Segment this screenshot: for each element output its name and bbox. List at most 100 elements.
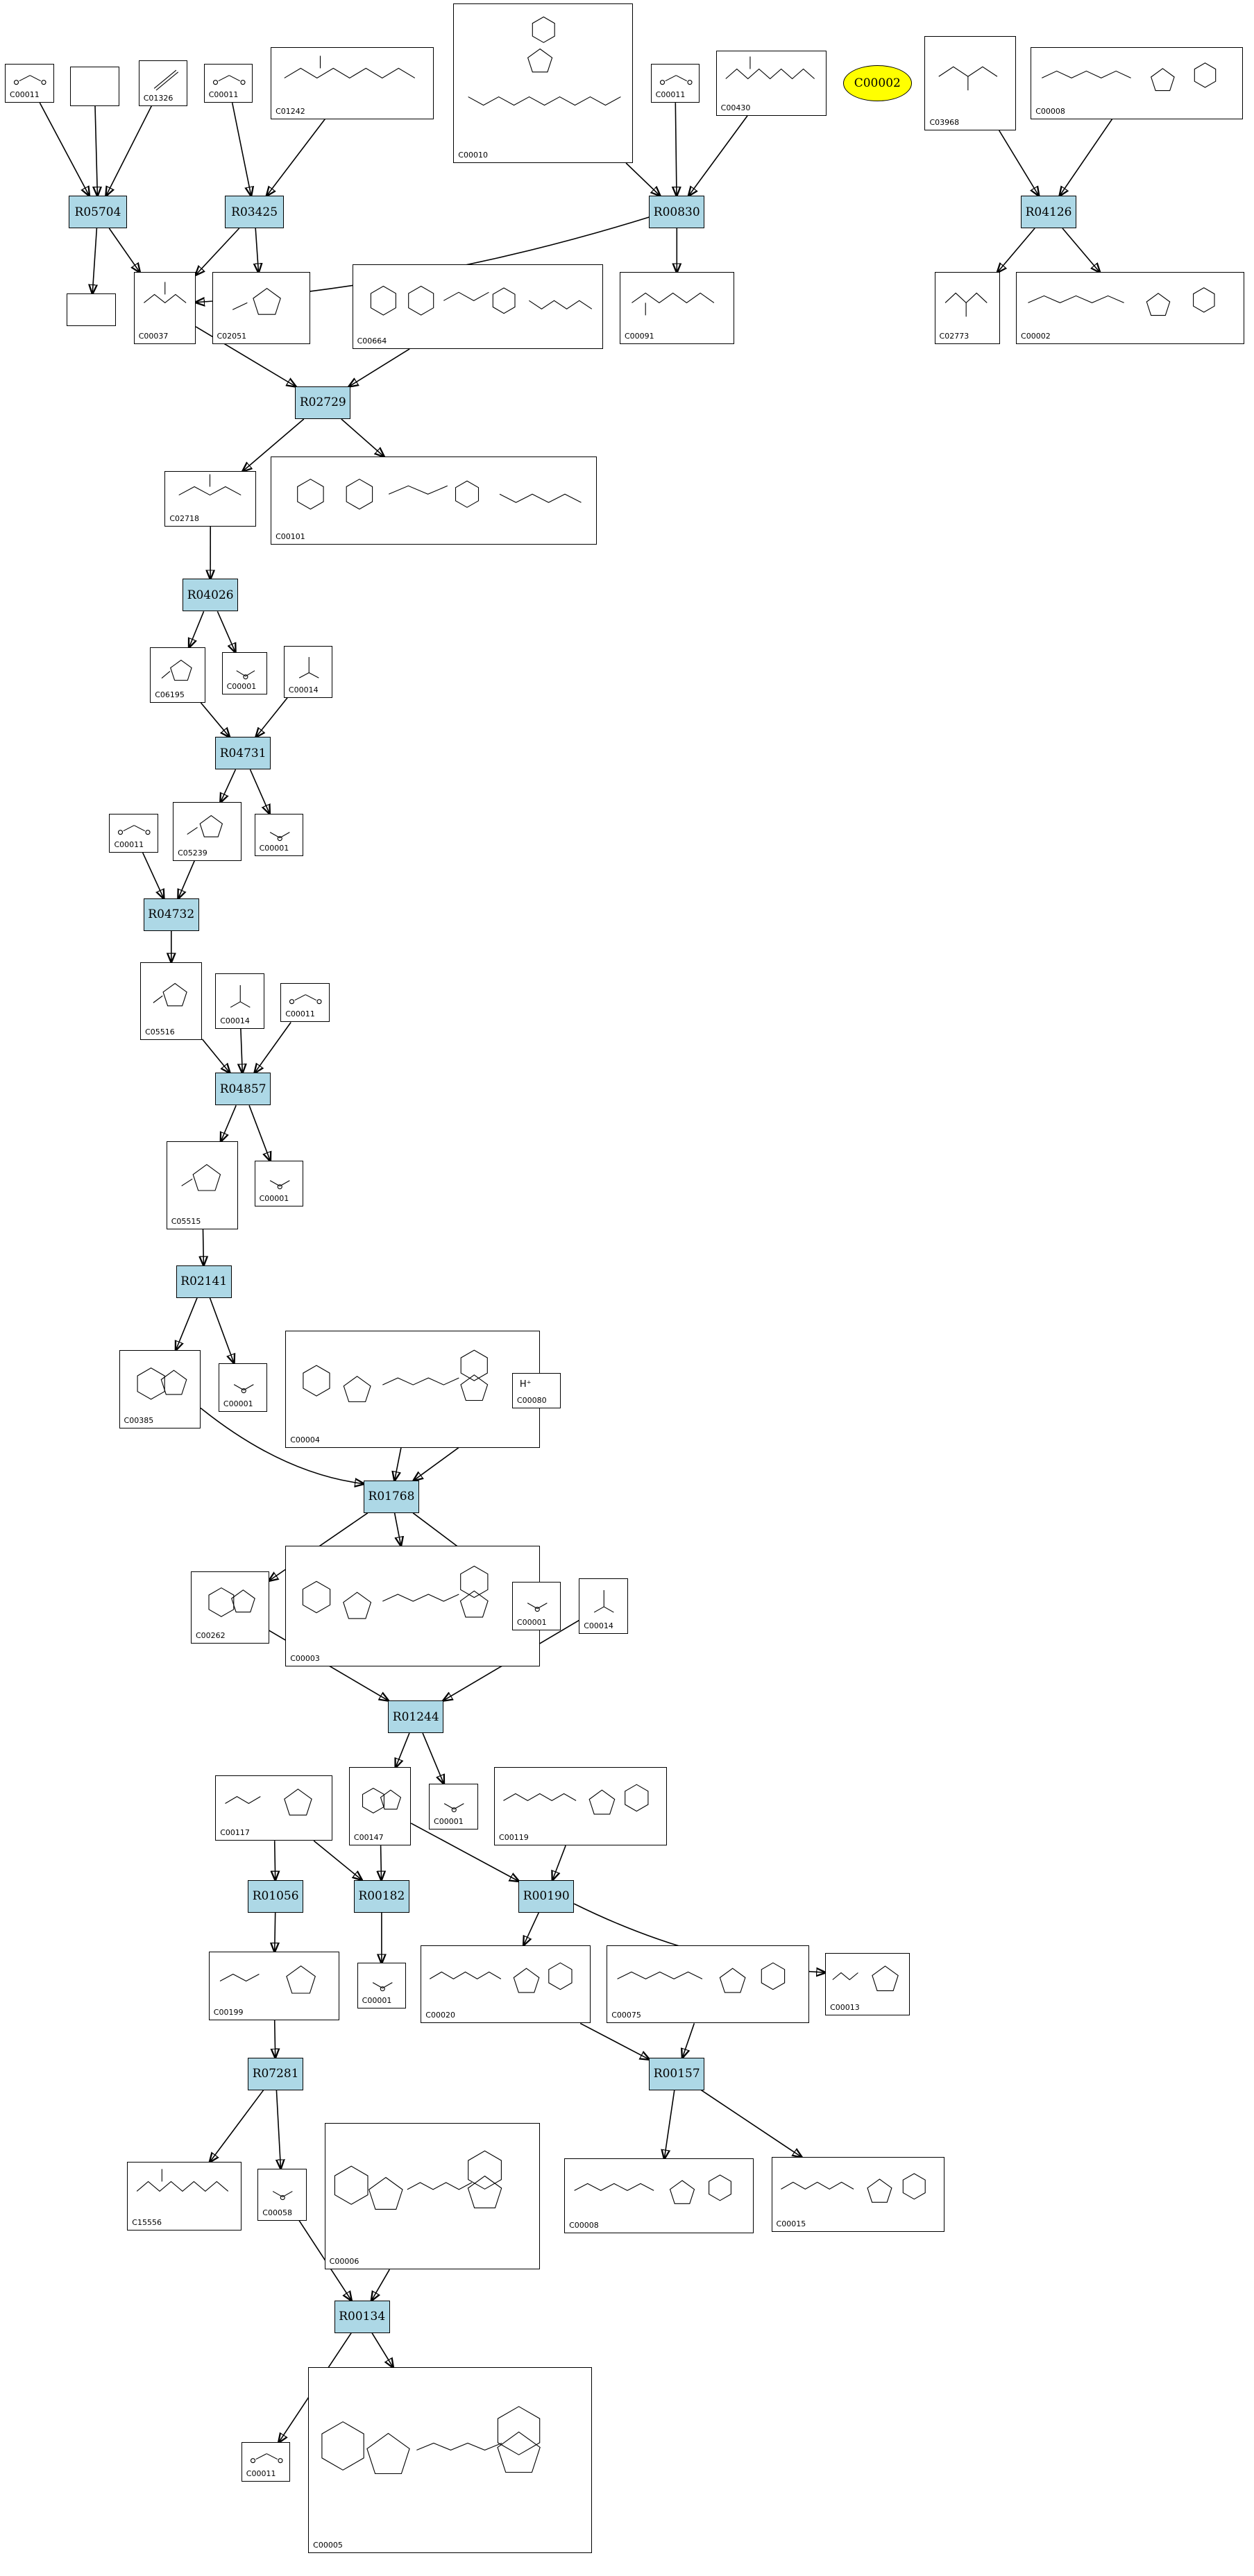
compound-c03968[interactable]: C03968 <box>924 36 1016 130</box>
compound-c00119[interactable]: C00119 <box>494 1767 667 1845</box>
compound-id-label: C00011 <box>656 90 686 99</box>
highlight-compound-c00002[interactable]: C00002 <box>843 65 912 101</box>
compound-id-label: C05239 <box>178 848 207 858</box>
compound-id-label: C00147 <box>354 1833 384 1842</box>
compound-c01242[interactable]: C01242 <box>271 47 434 119</box>
compound-c00014[interactable]: C00014 <box>579 1578 628 1634</box>
edge-r1-to-c11 <box>196 228 239 275</box>
edge-c9-to-r3 <box>1060 119 1112 196</box>
compound-id-label: C00014 <box>289 685 319 694</box>
compound-id-label: C00015 <box>777 2219 806 2228</box>
compound-c05515[interactable]: C05515 <box>167 1141 238 1229</box>
compound-c00002[interactable]: C00002 <box>1016 272 1244 343</box>
reaction-r02729[interactable]: R02729 <box>295 386 350 419</box>
compound-unlabeled[interactable] <box>70 67 119 105</box>
compound-c00008[interactable]: C00008 <box>1031 47 1243 119</box>
compound-id-label: C00075 <box>611 2011 641 2020</box>
compound-c00080[interactable]: H⁺C00080 <box>512 1373 561 1409</box>
compound-c00385[interactable]: C00385 <box>119 1350 201 1428</box>
structure-drawing <box>325 2124 541 2271</box>
compound-c00010[interactable]: C00010 <box>453 3 633 163</box>
reaction-r05704[interactable]: R05704 <box>69 196 128 228</box>
compound-c00001[interactable]: C00001 <box>429 1784 478 1829</box>
compound-c00001[interactable]: C00001 <box>512 1582 561 1631</box>
edge-r11-to-c40 <box>423 1733 443 1784</box>
reaction-r00190[interactable]: R00190 <box>518 1880 574 1913</box>
compound-c00001[interactable]: C00001 <box>219 1363 268 1413</box>
edge-c0-to-r0 <box>40 103 89 196</box>
compound-c00037[interactable]: C00037 <box>134 272 196 343</box>
compound-c15556[interactable]: C15556 <box>127 2162 242 2230</box>
compound-unlabeled[interactable] <box>67 293 116 326</box>
compound-c00005[interactable]: C00005 <box>308 2367 592 2553</box>
compound-c00001[interactable]: C00001 <box>255 1161 304 1206</box>
compound-c00011[interactable]: C00011 <box>280 983 330 1022</box>
reaction-r00182[interactable]: R00182 <box>354 1880 409 1913</box>
compound-c00075[interactable]: C00075 <box>607 1945 808 2024</box>
compound-id-label: C00117 <box>220 1828 250 1837</box>
reaction-r01244[interactable]: R01244 <box>388 1700 443 1733</box>
structure-drawing <box>1017 273 1245 344</box>
compound-c02718[interactable]: C02718 <box>164 471 256 527</box>
compound-c00011[interactable]: C00011 <box>5 64 54 103</box>
edge-c7-to-r2 <box>689 116 748 196</box>
compound-c00101[interactable]: C00101 <box>271 457 597 545</box>
reaction-r03425[interactable]: R03425 <box>225 196 284 228</box>
edge-r3-to-c16 <box>1062 228 1100 272</box>
compound-c01326[interactable]: C01326 <box>139 60 188 106</box>
compound-c00001[interactable]: C00001 <box>357 1963 407 2008</box>
compound-id-label: C00014 <box>220 1016 250 1025</box>
compound-id-label: C02051 <box>217 332 247 341</box>
compound-id-label: C05516 <box>145 1027 175 1037</box>
compound-c00664[interactable]: C00664 <box>353 264 604 349</box>
structure-drawing <box>67 294 117 327</box>
compound-c00006[interactable]: C00006 <box>325 2123 540 2270</box>
compound-c00008[interactable]: C00008 <box>564 2158 754 2233</box>
reaction-r07281[interactable]: R07281 <box>248 2058 303 2090</box>
compound-c00117[interactable]: C00117 <box>215 1775 332 1841</box>
reaction-r00157[interactable]: R00157 <box>649 2058 704 2090</box>
compound-c00013[interactable]: C00013 <box>825 1953 910 2015</box>
reaction-r02141[interactable]: R02141 <box>176 1265 232 1298</box>
compound-c00015[interactable]: C00015 <box>772 2157 944 2232</box>
edge-r0-to-c10 <box>92 228 96 293</box>
reaction-r04026[interactable]: R04026 <box>183 579 238 611</box>
compound-c00014[interactable]: C00014 <box>284 646 333 698</box>
edge-c5-to-r2 <box>626 163 660 196</box>
reaction-r00134[interactable]: R00134 <box>334 2301 390 2333</box>
compound-c00011[interactable]: C00011 <box>204 64 253 103</box>
compound-c05516[interactable]: C05516 <box>140 962 202 1041</box>
compound-id-label: C00664 <box>357 336 387 346</box>
compound-c00147[interactable]: C00147 <box>349 1767 411 1845</box>
structure-drawing <box>309 2368 593 2554</box>
compound-c00003[interactable]: C00003 <box>285 1546 540 1666</box>
reaction-r01056[interactable]: R01056 <box>248 1880 303 1913</box>
edge-c22-to-r7 <box>143 853 164 898</box>
compound-c00020[interactable]: C00020 <box>421 1945 590 2024</box>
compound-c00001[interactable]: C00001 <box>222 652 268 694</box>
reaction-r00830[interactable]: R00830 <box>649 196 704 228</box>
compound-c00001[interactable]: C00001 <box>255 814 304 856</box>
reaction-r04731[interactable]: R04731 <box>215 737 271 769</box>
compound-id-label: C00006 <box>330 2257 359 2266</box>
compound-c02773[interactable]: C02773 <box>935 272 1000 343</box>
reaction-r01768[interactable]: R01768 <box>364 1481 419 1513</box>
edge-r8-to-c29 <box>249 1105 270 1161</box>
compound-c00262[interactable]: C00262 <box>191 1571 269 1643</box>
compound-c00011[interactable]: C00011 <box>242 2442 291 2481</box>
reaction-r04732[interactable]: R04732 <box>144 898 199 931</box>
reaction-r04126[interactable]: R04126 <box>1021 196 1076 228</box>
compound-c00430[interactable]: C00430 <box>716 51 827 116</box>
compound-c00058[interactable]: C00058 <box>257 2169 307 2221</box>
compound-c00011[interactable]: C00011 <box>651 64 700 103</box>
compound-c00091[interactable]: C00091 <box>620 272 734 343</box>
compound-c02051[interactable]: C02051 <box>212 272 310 343</box>
compound-c00014[interactable]: C00014 <box>215 973 264 1029</box>
compound-c00011[interactable]: C00011 <box>109 814 158 853</box>
compound-c00004[interactable]: C00004 <box>285 1331 540 1448</box>
compound-c05239[interactable]: C05239 <box>173 802 242 861</box>
compound-c00199[interactable]: C00199 <box>209 1952 339 2020</box>
reaction-r04857[interactable]: R04857 <box>215 1073 271 1105</box>
compound-id-label: C00011 <box>10 90 40 99</box>
compound-c06195[interactable]: C06195 <box>150 647 205 703</box>
